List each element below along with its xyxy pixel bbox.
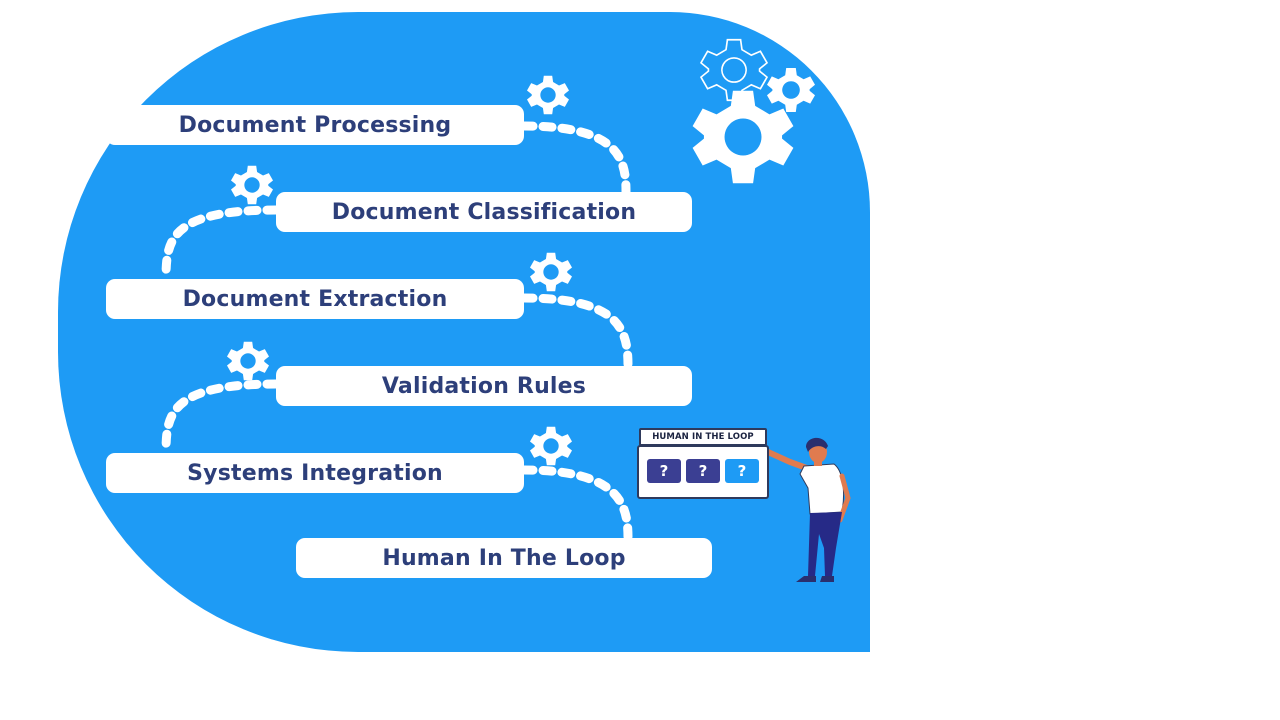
step-label: Document Extraction [182,286,448,312]
person-illustration [765,437,851,582]
question-mark-icon: ? [647,459,681,483]
connector-2 [161,205,281,284]
gear-icon [527,75,569,115]
step-document-processing: Document Processing [106,105,524,145]
step-document-classification: Document Classification [276,192,692,232]
panel-title: HUMAN IN THE LOOP [639,428,767,446]
connector-3 [519,293,633,371]
step-systems-integration: Systems Integration [106,453,524,493]
connector-5 [519,465,633,543]
gear-icon [530,252,572,292]
gear-cluster [692,38,815,184]
question-mark-icon: ? [725,459,759,483]
connector-1 [519,121,631,197]
step-label: Human In The Loop [382,545,626,571]
step-label: Document Classification [331,199,637,225]
gear-icon [530,426,572,466]
gear-icon [767,68,815,112]
step-validation-rules: Validation Rules [276,366,692,406]
step-label: Validation Rules [381,373,587,399]
gear-icon [227,341,269,381]
step-label: Document Processing [178,112,452,138]
step-document-extraction: Document Extraction [106,279,524,319]
step-human-in-the-loop: Human In The Loop [296,538,712,578]
gear-icon [231,165,273,205]
question-mark-icon: ? [686,459,720,483]
gear-icon [692,90,794,184]
step-label: Systems Integration [187,460,443,486]
connector-4 [161,379,281,458]
